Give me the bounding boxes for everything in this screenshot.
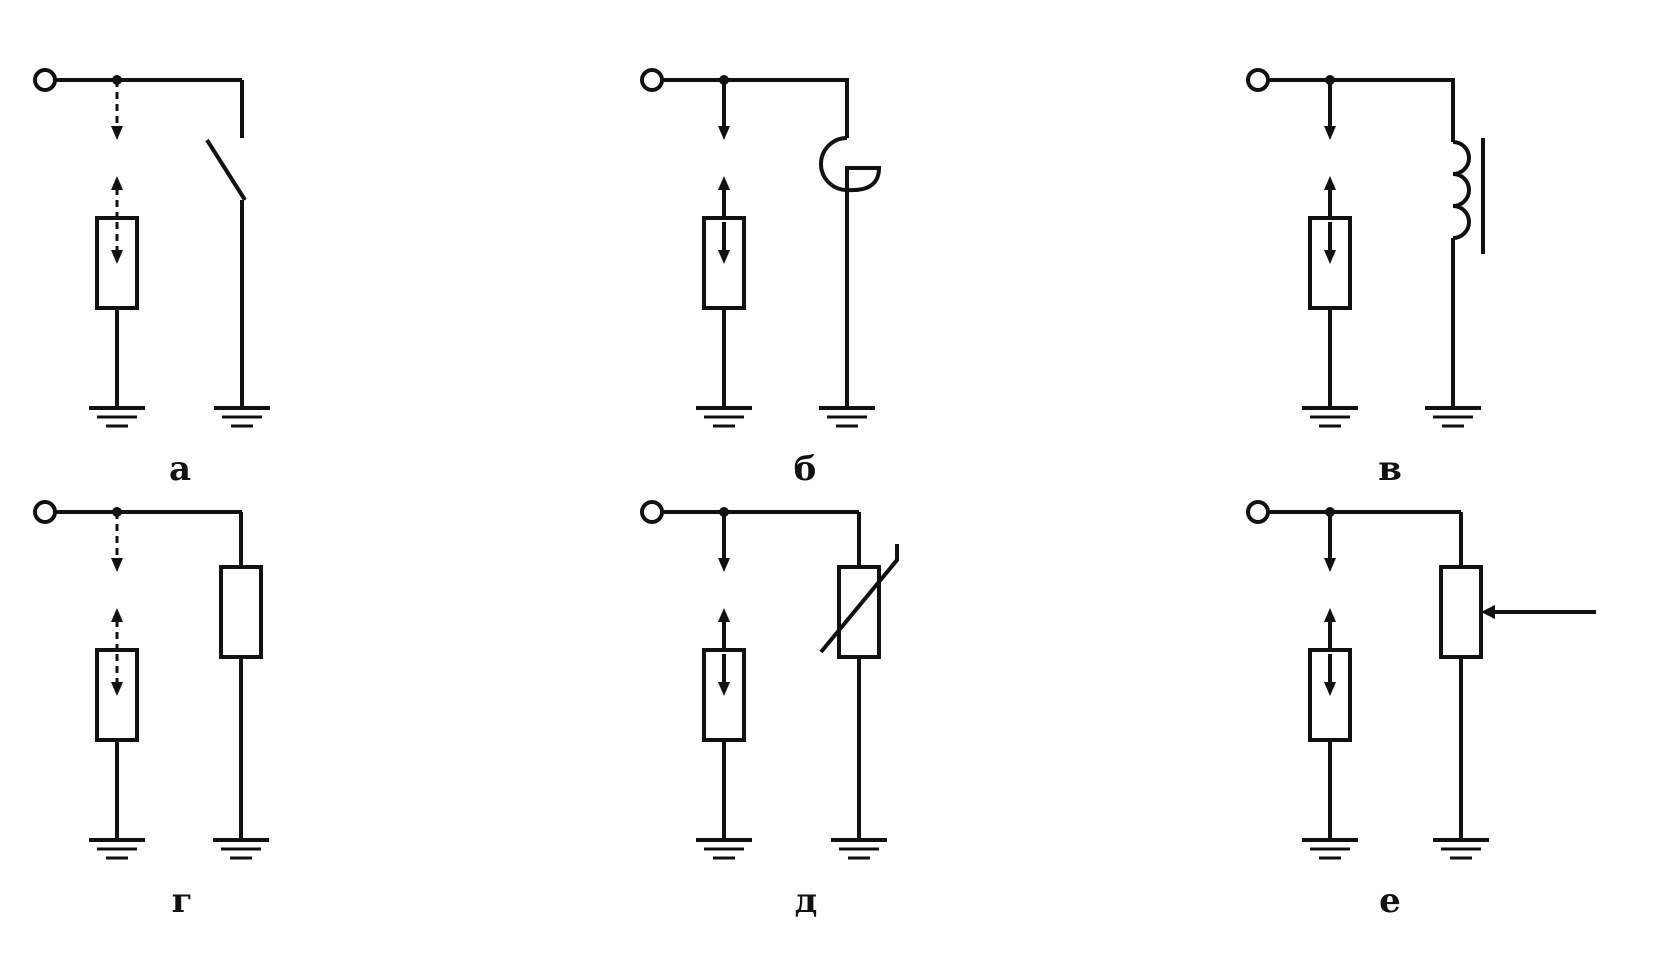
ground-left xyxy=(1302,838,1358,860)
ground-right xyxy=(831,838,887,860)
panel-b xyxy=(640,68,882,428)
up-arrow-head xyxy=(1324,176,1336,190)
inner-arrow-head xyxy=(111,682,123,696)
resistor-body xyxy=(219,565,263,659)
down-arrow-head xyxy=(1324,558,1336,572)
panel-a xyxy=(33,68,270,428)
resistor-body xyxy=(837,565,881,659)
inner-arrow-head xyxy=(718,682,730,696)
input-terminal xyxy=(640,68,664,92)
ground-left xyxy=(696,406,752,428)
inner-arrow-head xyxy=(111,250,123,264)
ground-left xyxy=(696,838,752,860)
ground-left xyxy=(89,838,145,860)
input-terminal xyxy=(1246,500,1270,524)
panel-d xyxy=(33,500,269,860)
down-arrow-head xyxy=(718,558,730,572)
ground-right xyxy=(819,406,875,428)
ground-right xyxy=(213,838,269,860)
ground-left xyxy=(1302,406,1358,428)
panel-caption-c: в xyxy=(1378,449,1402,489)
input-terminal xyxy=(1246,68,1270,92)
inner-arrow-head xyxy=(1324,682,1336,696)
panel-c xyxy=(1246,68,1485,428)
gap-lower-electrode xyxy=(845,166,882,193)
input-terminal xyxy=(33,68,57,92)
switch-blade xyxy=(205,138,247,202)
down-arrow-head xyxy=(1324,126,1336,140)
up-arrow-head xyxy=(718,608,730,622)
nonlinear-marker xyxy=(819,544,899,654)
ground-right xyxy=(1425,406,1481,428)
ground-right xyxy=(214,406,270,428)
inner-arrow-head xyxy=(1324,250,1336,264)
down-arrow-head xyxy=(111,558,123,572)
ground-left xyxy=(89,406,145,428)
panel-caption-d: г xyxy=(172,881,193,921)
slider-arrowhead xyxy=(1481,605,1495,619)
inner-arrow-head xyxy=(718,250,730,264)
input-terminal xyxy=(640,500,664,524)
up-arrow-head xyxy=(111,176,123,190)
panel-caption-b: б xyxy=(794,449,817,489)
gap-upper-electrode xyxy=(819,136,848,192)
up-arrow-head xyxy=(111,608,123,622)
down-arrow-head xyxy=(111,126,123,140)
panel-caption-a: а xyxy=(169,449,191,489)
resistor-body xyxy=(1439,565,1483,659)
up-arrow-head xyxy=(718,176,730,190)
down-arrow-head xyxy=(718,126,730,140)
panel-e xyxy=(640,500,899,860)
inductor-coil xyxy=(1452,140,1471,240)
input-terminal xyxy=(33,500,57,524)
up-arrow-head xyxy=(1324,608,1336,622)
panel-caption-f: е xyxy=(1379,881,1401,921)
panel-caption-e: д xyxy=(795,881,818,921)
panel-f xyxy=(1246,500,1596,860)
ground-right xyxy=(1433,838,1489,860)
